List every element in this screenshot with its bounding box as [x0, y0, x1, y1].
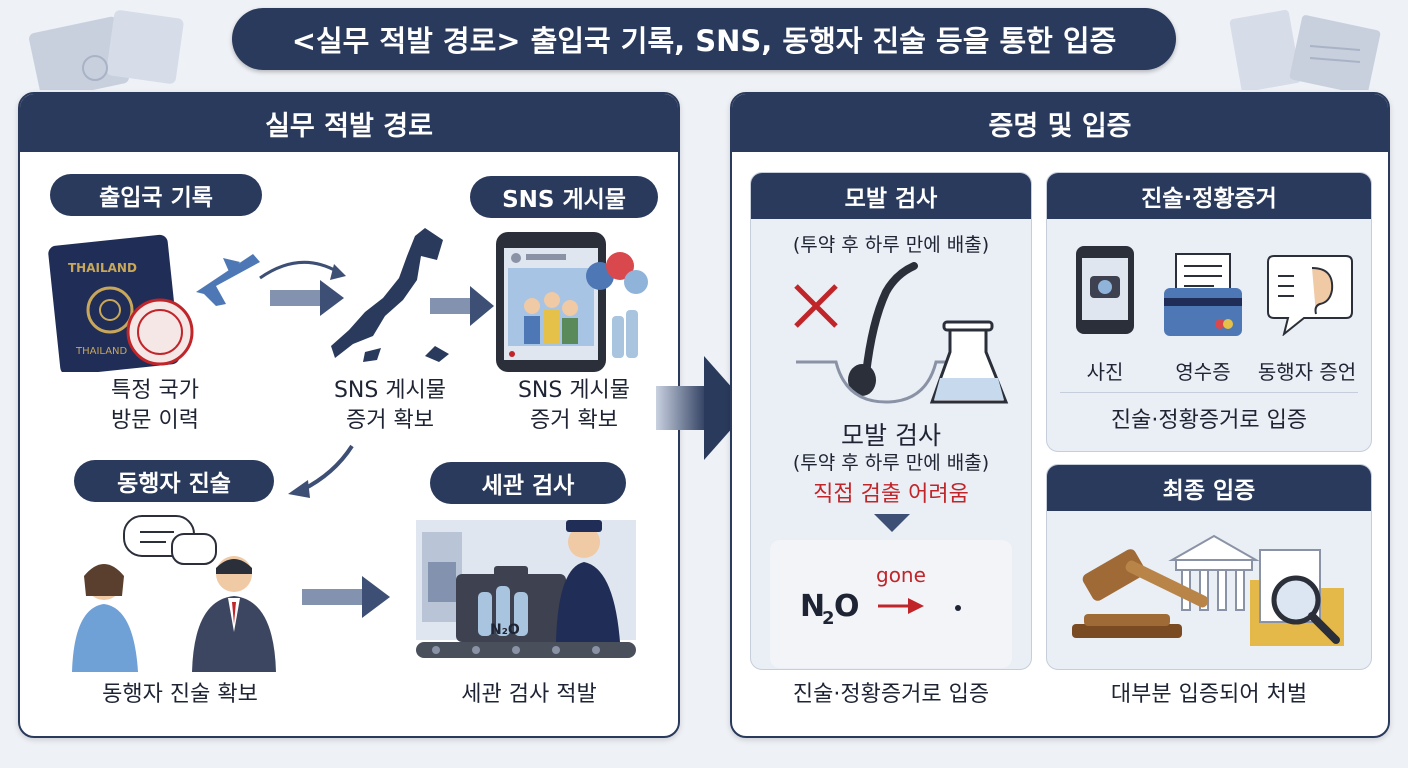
receipt-card-icon — [1164, 253, 1242, 336]
customs-inspection-pill: 세관 검사 — [430, 462, 626, 504]
passport-text-bottom: THAILAND — [75, 346, 128, 357]
evidence-caption: 진술·정황증거로 입증 — [1110, 408, 1308, 433]
passport-decoration-left — [29, 10, 184, 90]
detection-path-heading: 실무 적발 경로 — [20, 94, 678, 152]
passport-text-top: THAILAND — [68, 261, 137, 275]
passport-icon: THAILAND THAILAND — [48, 234, 260, 372]
final-proof-heading: 최종 입증 — [1047, 465, 1371, 511]
documents-decoration-right — [1229, 10, 1381, 90]
evidence-item-photo: 사진 — [1086, 360, 1124, 384]
n2o-formula-icon: N 2 O gone — [800, 563, 961, 629]
arrow-sns-to-companion — [288, 444, 354, 498]
map-caption-line2: 증거 확보 — [346, 408, 434, 433]
svg-text:2: 2 — [822, 608, 835, 629]
entry-record-caption: 특정 국가 방문 이력 — [60, 376, 250, 436]
arrow-entry-to-map — [259, 260, 346, 316]
phone-camera-icon — [1076, 246, 1134, 334]
page-title: <실무 적발 경로> 출입국 기록, SNS, 동행자 진술 등을 통한 입증 — [232, 8, 1176, 70]
speech-ear-icon — [1267, 255, 1353, 336]
japan-map-icon — [331, 228, 449, 362]
gone-label: gone — [876, 563, 926, 587]
proof-heading: 증명 및 입증 — [732, 94, 1388, 152]
hair-follicle-icon — [794, 262, 1009, 404]
hair-test-label: 모발 검사 — [841, 421, 941, 450]
hair-test-note: (투약 후 하루 만에 배출) — [792, 452, 990, 474]
circumstantial-evidence-heading: 진술·정황증거 — [1047, 173, 1371, 219]
two-people-talking-icon — [72, 515, 276, 672]
entry-caption-line2: 방문 이력 — [111, 408, 199, 433]
gavel-court-folder-icon — [1072, 534, 1344, 646]
sns-post-pill: SNS 게시물 — [470, 176, 658, 218]
entry-caption-line1: 특정 국가 — [111, 378, 199, 403]
evidence-divider — [1060, 392, 1358, 393]
entry-record-pill: 출입국 기록 — [50, 174, 262, 216]
final-proof-caption: 대부분 입증되어 처벌 — [1110, 682, 1308, 707]
bag-n2o-label: N₂O — [490, 622, 520, 638]
svg-text:O: O — [834, 589, 860, 624]
map-caption: SNS 게시물 증거 확보 — [300, 376, 480, 436]
companion-caption: 동행자 진술 확보 — [102, 682, 258, 707]
customs-officer-scanner-icon: N₂O — [416, 520, 636, 658]
hair-test-warning: 직접 검출 어려움 — [813, 482, 969, 507]
arrow-map-to-sns — [430, 286, 494, 326]
phone-sns-icon — [496, 232, 648, 372]
sns-caption: SNS 게시물 증거 확보 — [486, 376, 662, 436]
map-caption-line1: SNS 게시물 — [333, 378, 447, 403]
evidence-item-testimony: 동행자 증언 — [1257, 360, 1357, 384]
big-flow-arrow — [656, 356, 750, 460]
hair-test-heading: 모발 검사 — [751, 173, 1031, 219]
hair-test-note-top: (투약 후 하루 만에 배출) — [792, 234, 990, 256]
companion-statement-pill: 동행자 진술 — [74, 460, 274, 502]
down-arrow-icon — [874, 514, 910, 532]
svg-text:N: N — [800, 589, 825, 624]
customs-caption: 세관 검사 적발 — [461, 682, 597, 707]
evidence-item-receipt: 영수증 — [1175, 360, 1231, 384]
sns-caption-line2: 증거 확보 — [530, 408, 618, 433]
arrow-companion-to-customs — [302, 576, 390, 618]
sns-caption-line1: SNS 게시물 — [517, 378, 631, 403]
hair-test-caption: 진술·정황증거로 입증 — [792, 682, 990, 707]
n2o-box — [770, 540, 1012, 668]
